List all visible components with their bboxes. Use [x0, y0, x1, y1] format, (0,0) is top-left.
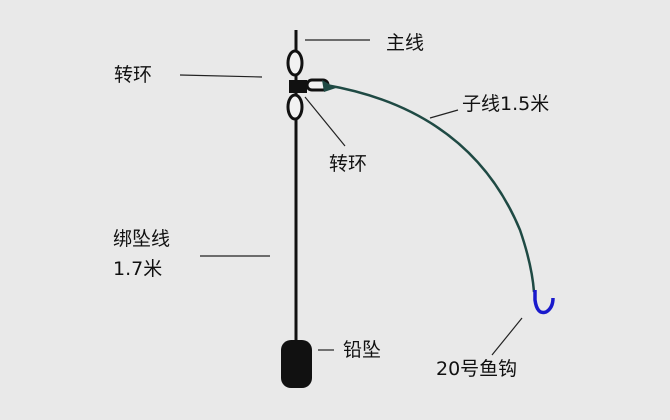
label-main-line: 主线 — [386, 32, 425, 54]
swivel-body — [289, 80, 307, 93]
label-swivel-left: 转环 — [114, 64, 153, 86]
label-sinker-line-length: 1.7米 — [113, 258, 163, 280]
fish-hook-icon — [533, 290, 555, 315]
label-sinker: 铅坠 — [343, 339, 382, 361]
swivel-lower-loop — [286, 93, 304, 121]
leader-lines — [179, 39, 523, 356]
sub-line — [325, 83, 536, 293]
label-sinker-line: 绑坠线 — [113, 228, 171, 250]
swivel-upper-loop — [286, 49, 304, 77]
lead-sinker — [281, 340, 312, 388]
sub-line-knot — [322, 80, 336, 92]
label-hook: 20号鱼钩 — [436, 358, 518, 380]
label-sub-line: 子线1.5米 — [462, 93, 550, 115]
label-swivel-lower: 转环 — [329, 153, 368, 175]
